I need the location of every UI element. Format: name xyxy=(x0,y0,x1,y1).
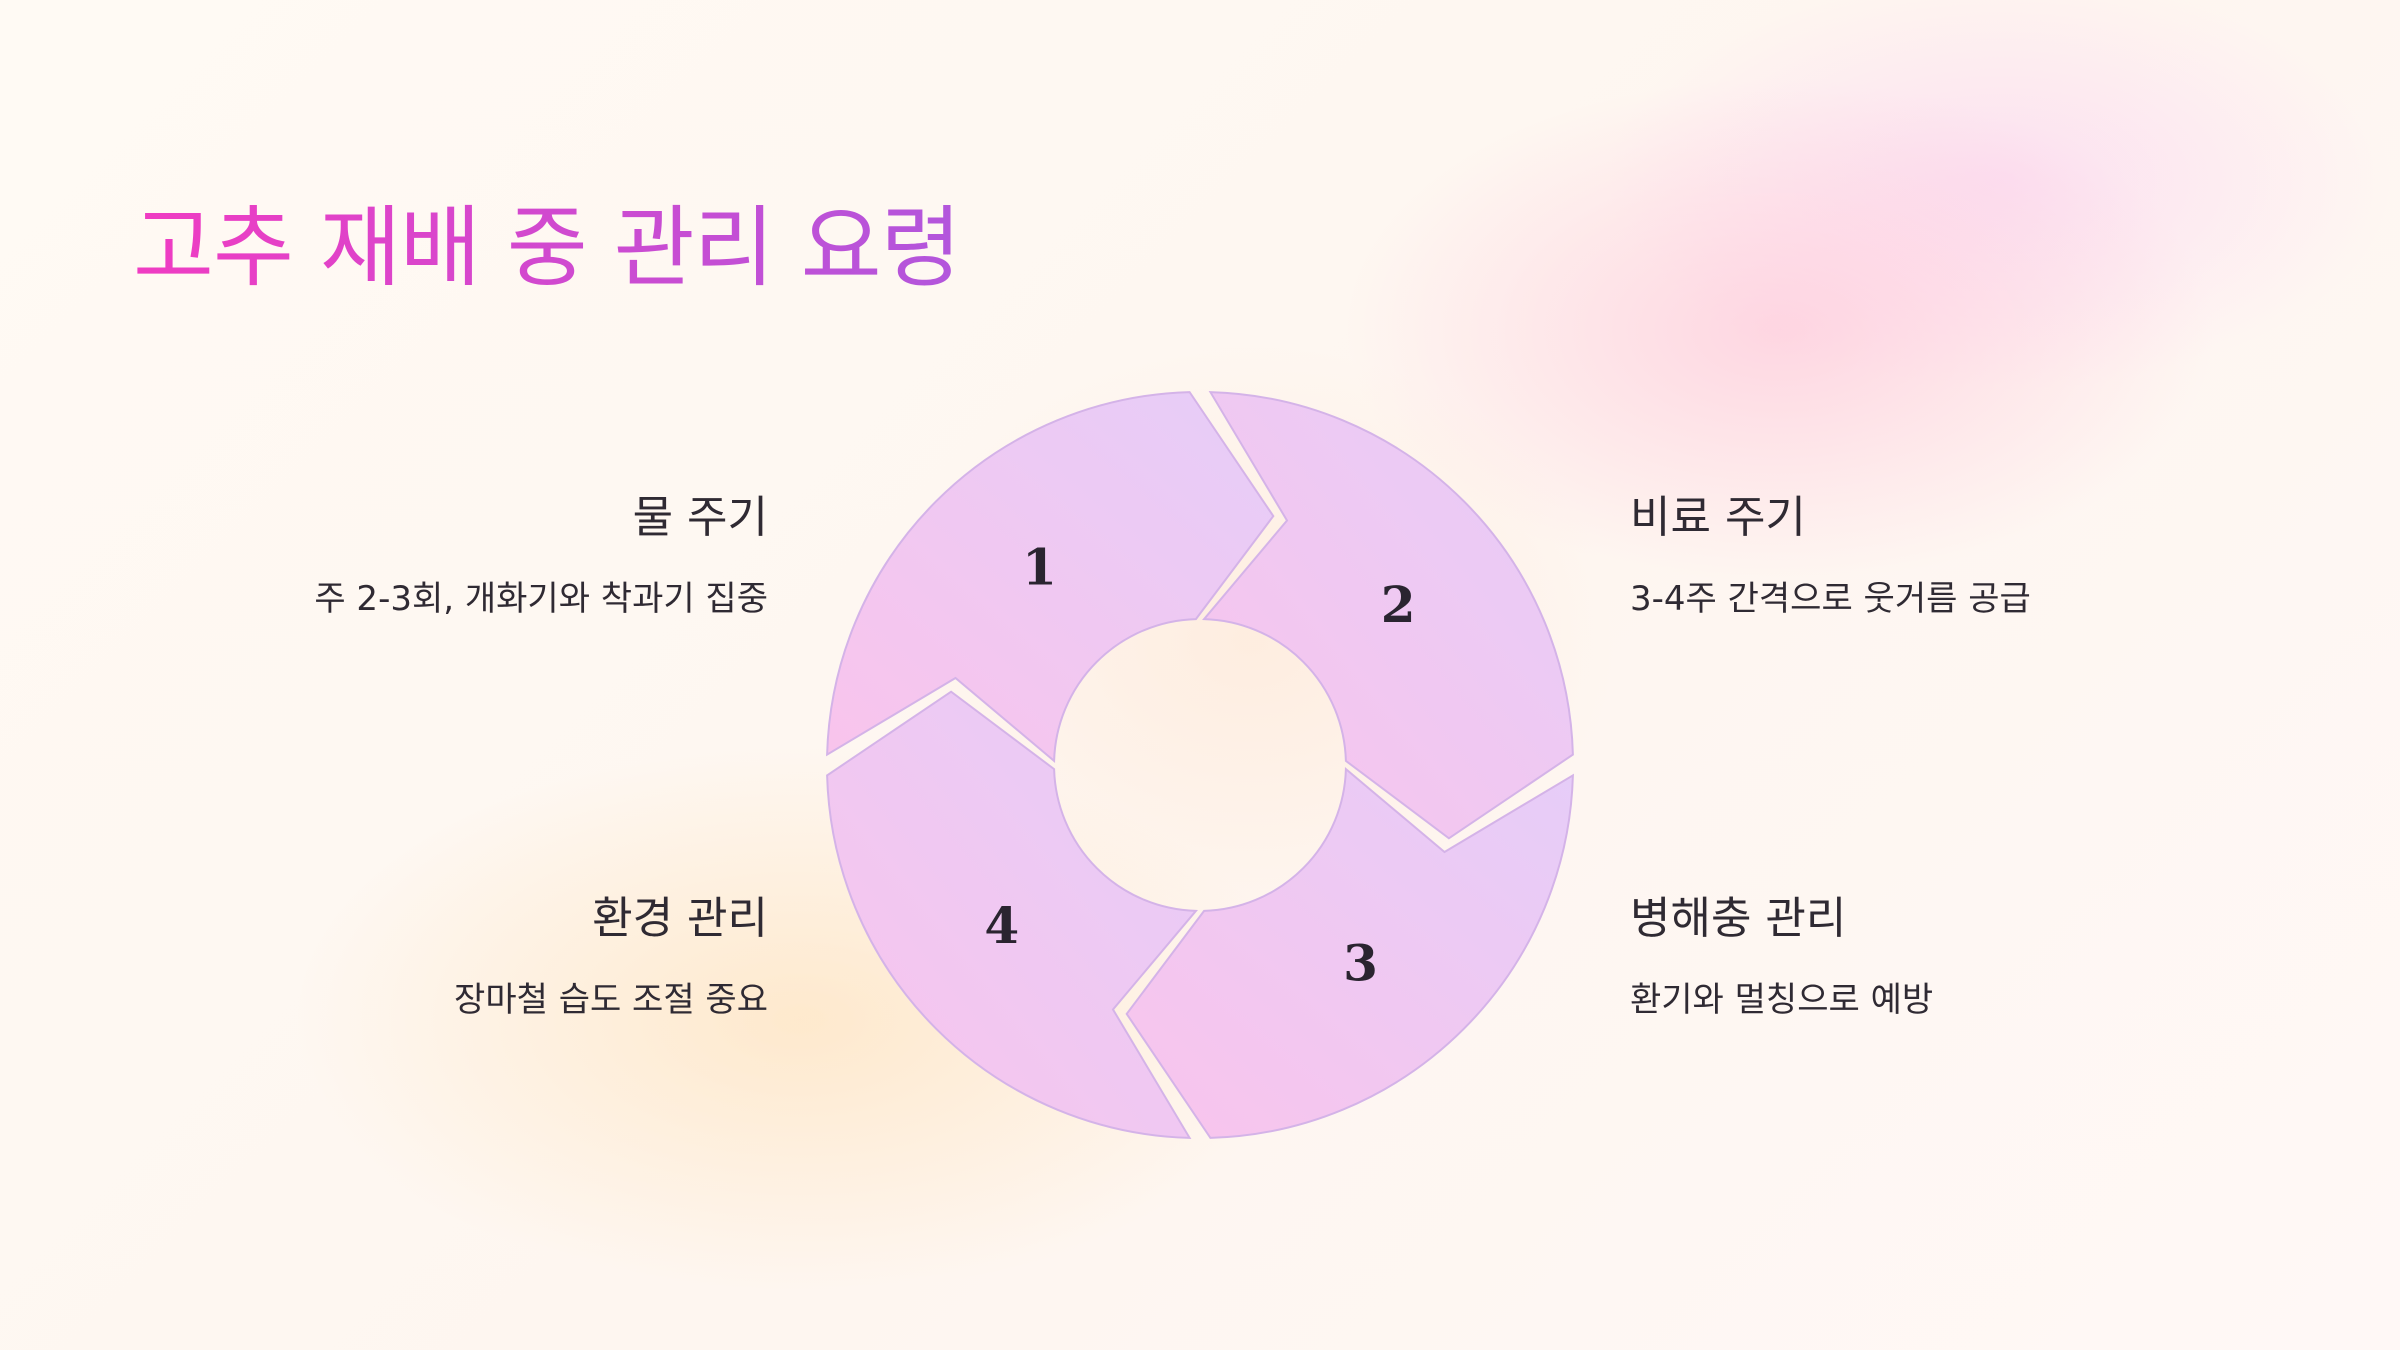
cycle-segments xyxy=(826,391,1574,1139)
cycle-number-2: 2 xyxy=(1381,575,1416,634)
step-1-description: 주 2-3회, 개화기와 착과기 집중 xyxy=(314,578,768,619)
step-1-heading: 물 주기 xyxy=(632,492,768,543)
cycle-segment-2 xyxy=(1202,391,1574,840)
step-2-heading: 비료 주기 xyxy=(1630,492,1806,543)
step-4-heading: 환경 관리 xyxy=(592,893,768,944)
cycle-segment-4 xyxy=(826,690,1198,1139)
page-title: 고추 재배 중 관리 요령 xyxy=(133,196,962,299)
step-3-description: 환기와 멀칭으로 예방 xyxy=(1630,979,1934,1020)
cycle-segment-1 xyxy=(826,391,1275,763)
cycle-number-4: 4 xyxy=(984,896,1019,955)
step-3-text: 병해충 관리 환기와 멀칭으로 예방 xyxy=(1630,893,2330,1021)
step-2-text: 비료 주기 3-4주 간격으로 웃거름 공급 xyxy=(1630,492,2330,620)
step-4-text: 환경 관리 장마철 습도 조절 중요 xyxy=(68,893,768,1021)
cycle-segment-3 xyxy=(1125,767,1574,1139)
cycle-number-3: 3 xyxy=(1343,934,1378,993)
cycle-number-1: 1 xyxy=(1022,537,1057,596)
cycle-numbers: 2 3 4 1 xyxy=(984,537,1415,992)
step-1-text: 물 주기 주 2-3회, 개화기와 착과기 집중 xyxy=(68,492,768,620)
step-3-heading: 병해충 관리 xyxy=(1630,893,1847,944)
step-4-description: 장마철 습도 조절 중요 xyxy=(454,979,768,1020)
step-2-description: 3-4주 간격으로 웃거름 공급 xyxy=(1630,578,2031,619)
